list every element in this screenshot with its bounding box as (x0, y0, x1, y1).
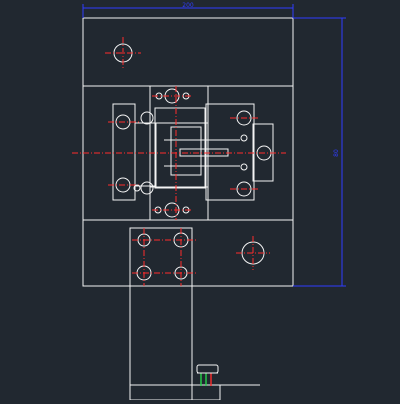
right-guide-top-hole (236, 110, 252, 126)
center-die-inner-block (154, 107, 206, 189)
inner-left-top-hole (140, 111, 154, 125)
right-guide-bottom-hole (236, 181, 252, 197)
die-plate-outline (82, 17, 294, 287)
right-guide-small-hole-2 (240, 163, 248, 171)
right-guide-small-hole-1 (240, 134, 248, 142)
left-guide-spacer (134, 122, 157, 187)
bottom-base-block (129, 384, 221, 401)
inner-left-bottom-hole (140, 181, 154, 195)
right-guide-block (205, 103, 255, 201)
center-die-cavity (170, 126, 202, 176)
width-dimension-text: 200 (182, 2, 194, 9)
lower-stem (129, 227, 193, 401)
height-dimension-text: 80 (333, 149, 340, 157)
inner-left-small-hole (133, 184, 141, 192)
bottom-fastener-head (196, 364, 219, 374)
